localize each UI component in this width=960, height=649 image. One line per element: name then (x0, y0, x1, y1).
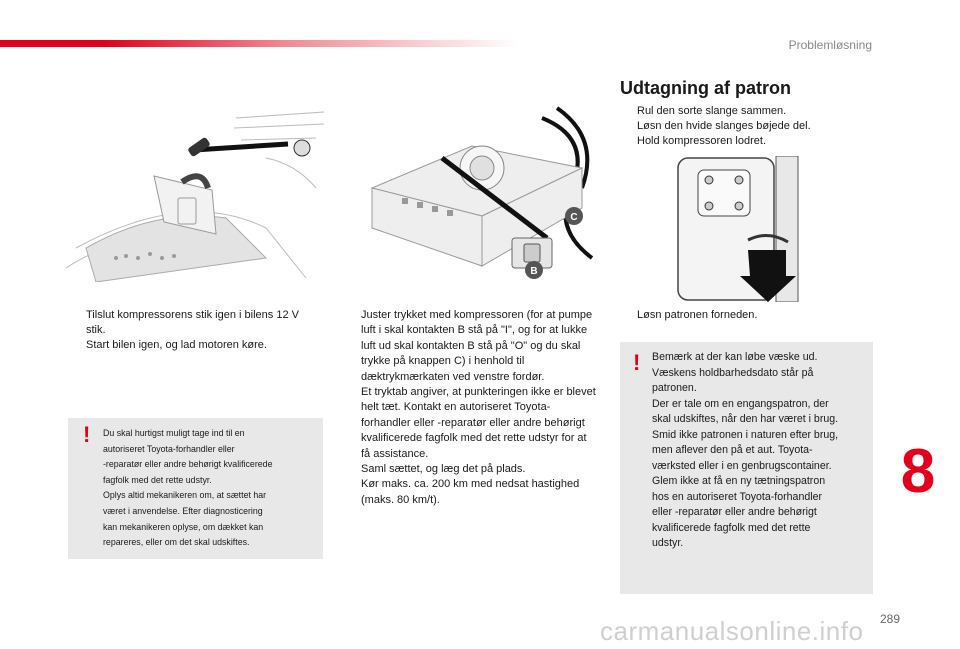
right-bottom-bullets: Løsn patronen forneden. (620, 308, 870, 323)
middle-bullets: Juster trykket med kompressoren (for at … (344, 308, 596, 508)
warning-box-left: ! Du skal hurtigst muligt tage ind til e… (68, 418, 323, 559)
right-top-bullets: Rul den sorte slange sammen. Løsn den hv… (620, 104, 880, 149)
label-b: B (530, 266, 537, 277)
warning-text-right: Bemærk at der kan løbe væske ud. Væskens… (652, 351, 839, 549)
list-item: Tilslut kompressorens stik igen i bilens… (86, 309, 299, 336)
chapter-number: 8 (900, 437, 936, 506)
figure-compressor-controls: C B (342, 98, 600, 282)
list-item: Saml sættet, og læg det på plads. (361, 463, 526, 476)
list-item: Juster trykket med kompressoren (for at … (344, 308, 596, 462)
middle-note: Et tryktab angiver, at punkteringen ikke… (361, 386, 596, 460)
page-number: 289 (880, 612, 901, 626)
warning-text-left: Du skal hurtigst muligt tage ind til en … (103, 427, 273, 548)
list-item: Løsn patronen forneden. (637, 309, 758, 321)
list-item: Kør maks. ca. 200 km med nedsat hastighe… (361, 478, 580, 506)
figure-cartridge (676, 156, 806, 302)
list-item: Hold kompressoren lodret. (637, 135, 767, 147)
figure-compressor-plug (66, 98, 324, 282)
list-item: Rul den sorte slange sammen. (637, 105, 787, 117)
header-accent-bar (0, 40, 520, 47)
warning-box-right: ! Bemærk at der kan løbe væske ud. Væske… (620, 342, 873, 594)
watermark: carmanualsonline.info (600, 616, 864, 646)
warning-icon: ! (83, 422, 91, 447)
warning-icon: ! (633, 350, 641, 375)
list-item: Start bilen igen, og lad motoren køre. (86, 339, 267, 351)
section-heading: Udtagning af patron (620, 78, 791, 98)
list-item: Løsn den hvide slanges bøjede del. (637, 120, 811, 132)
label-c: C (570, 212, 577, 223)
section-title: Problemløsning (788, 38, 872, 52)
left-bullets: Tilslut kompressorens stik igen i bilens… (69, 308, 299, 353)
